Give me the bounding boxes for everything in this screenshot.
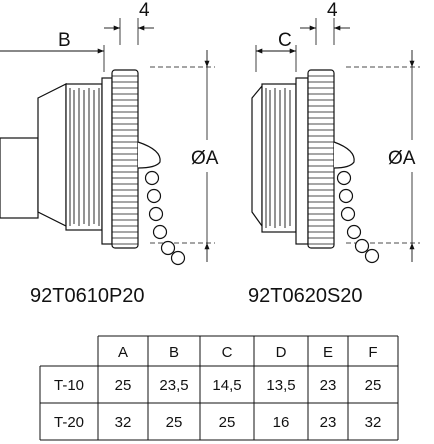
table-header-f: F: [368, 344, 377, 361]
table-row-label: T-10: [54, 377, 84, 394]
table-cell: 23: [320, 377, 337, 394]
right-dim-width-label: C: [278, 30, 292, 51]
table-cell: 25: [365, 377, 382, 394]
right-dim-gap-label: 4: [327, 0, 338, 21]
table-cell: 25: [115, 377, 132, 394]
table-header-c: C: [222, 344, 233, 361]
table-cell: 14,5: [212, 377, 241, 394]
left-dim-diameter-label: ØA: [191, 148, 219, 169]
dimension-table: [39, 335, 399, 441]
table-header-e: E: [323, 344, 333, 361]
table-cell: 32: [115, 414, 132, 431]
table-cell: 32: [365, 414, 382, 431]
right-part-code: 92T0620S20: [248, 285, 363, 307]
table-cell: 16: [273, 414, 290, 431]
table-cell: 23: [320, 414, 337, 431]
table-cell: 25: [219, 414, 236, 431]
table-cell: 25: [166, 414, 183, 431]
left-dim-gap-label: 4: [139, 0, 150, 21]
left-part-code: 92T0610P20: [30, 285, 145, 307]
plug-connector-drawing: [0, 18, 215, 266]
table-cell: 23,5: [159, 377, 188, 394]
table-header-b: B: [169, 344, 179, 361]
table-row-label: T-20: [54, 414, 84, 431]
table-header-a: A: [118, 344, 128, 361]
table-cell: 13,5: [266, 377, 295, 394]
table-header-d: D: [276, 344, 287, 361]
right-dim-diameter-label: ØA: [388, 148, 416, 169]
left-dim-width-label: B: [58, 30, 71, 51]
receptacle-connector-drawing: [251, 18, 420, 264]
